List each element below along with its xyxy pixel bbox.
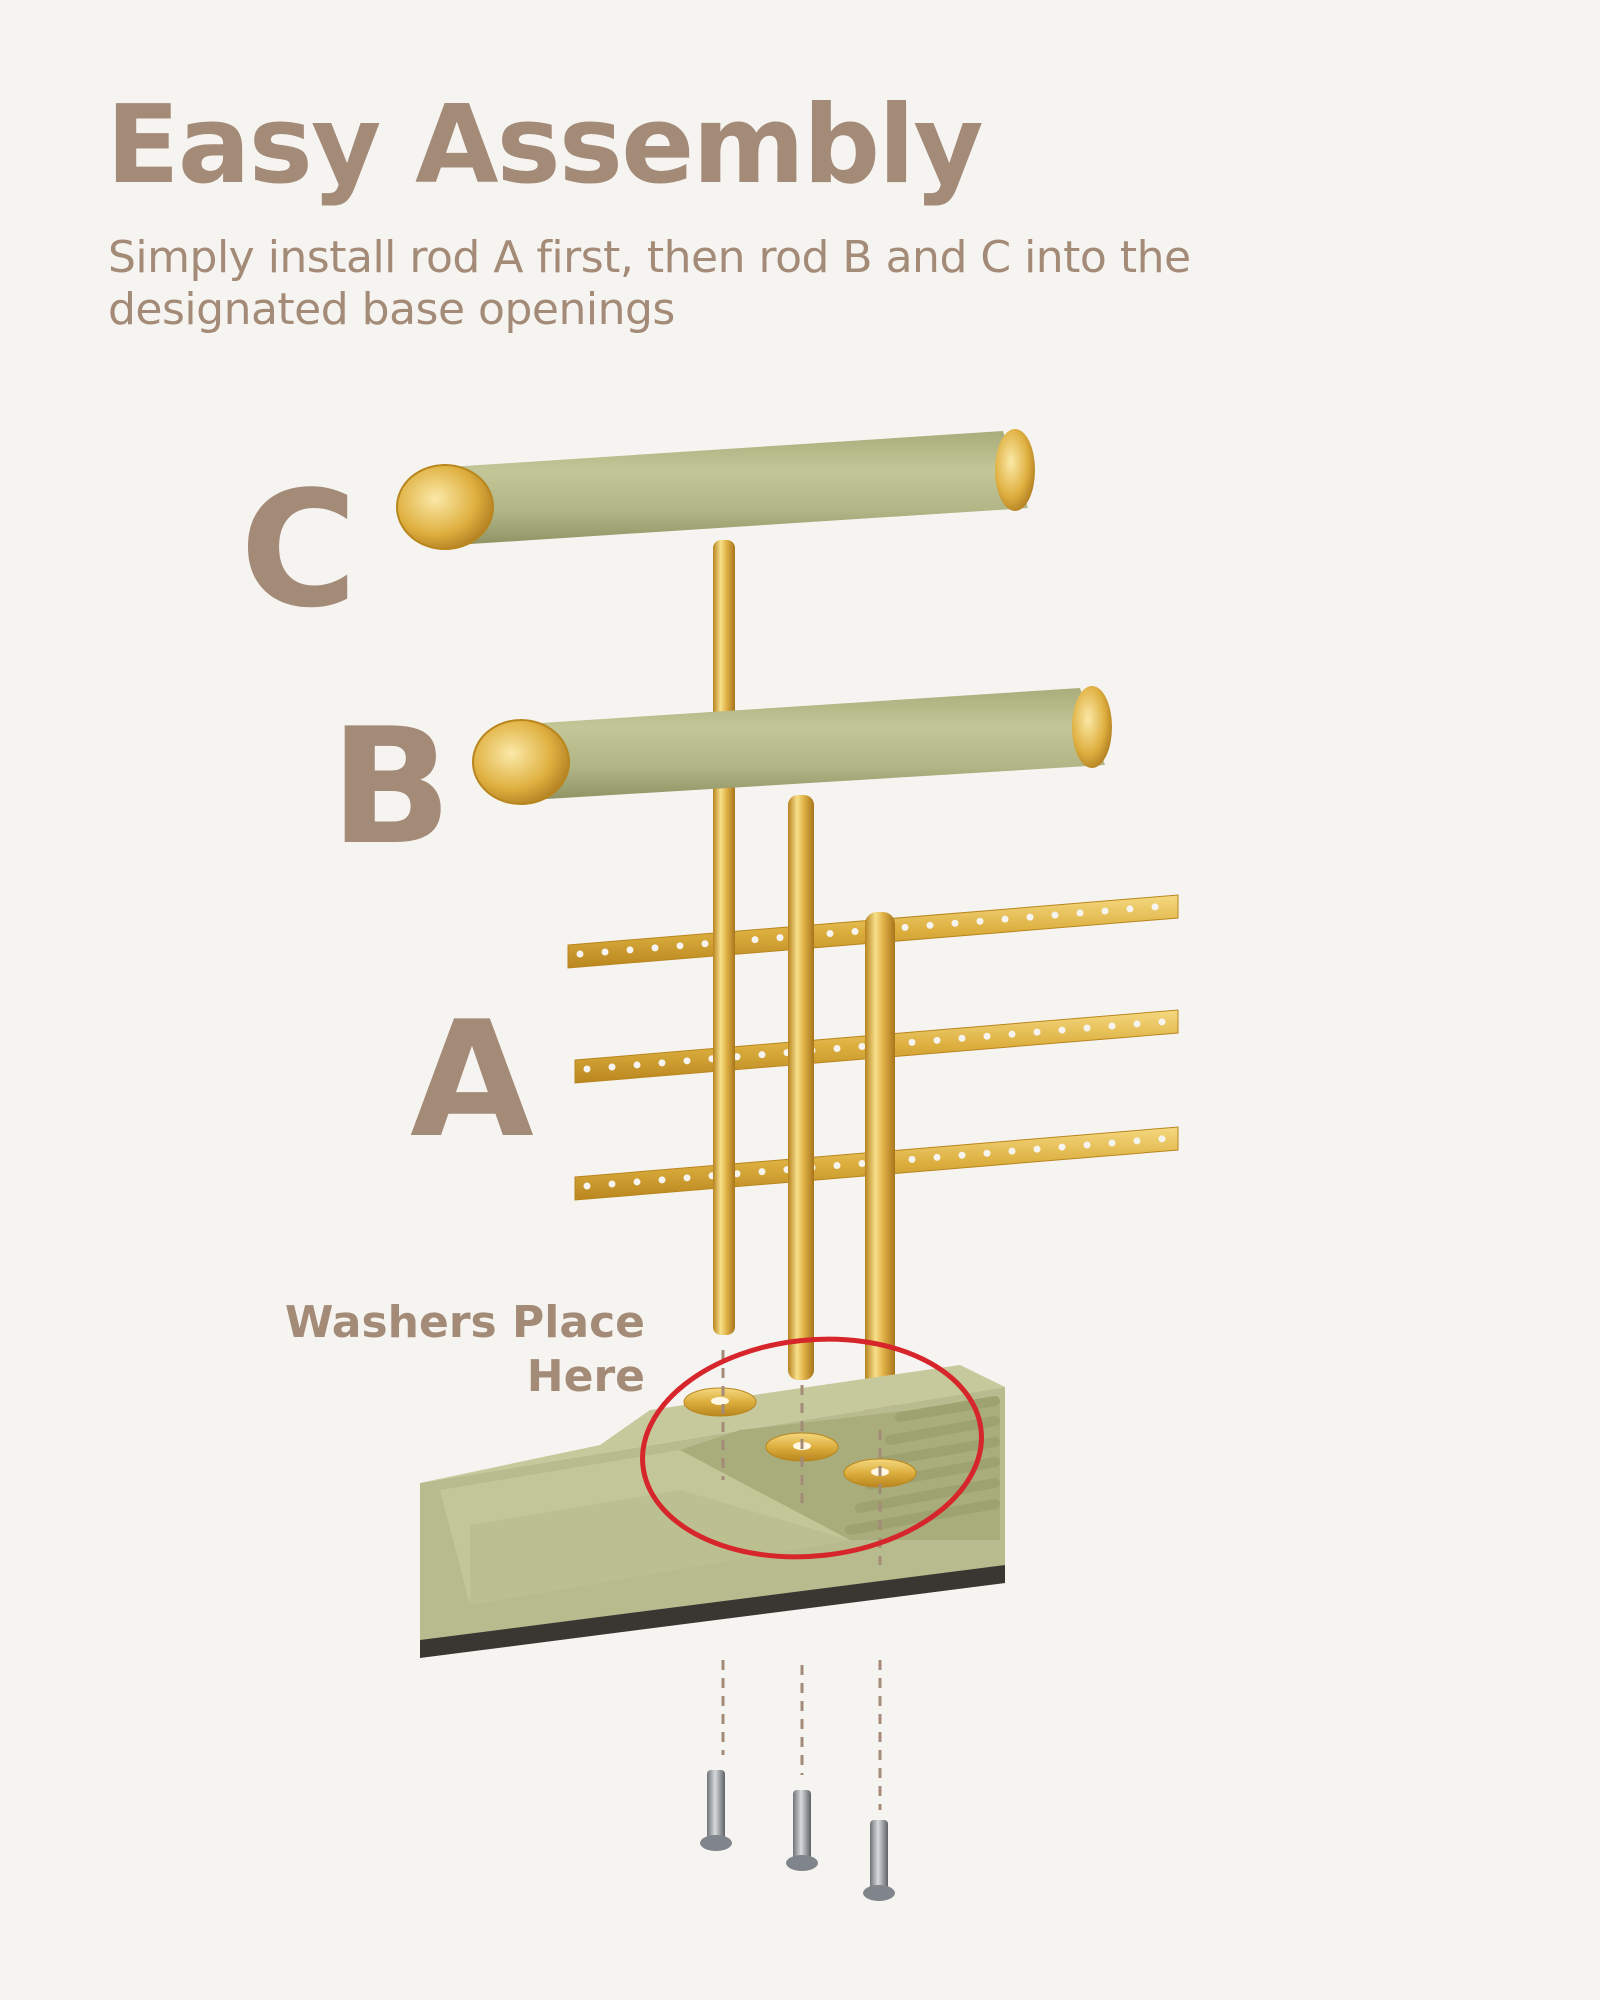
page-title: Easy Assembly (106, 83, 984, 208)
earring-hole (683, 1057, 691, 1065)
earring-hole (1151, 903, 1159, 911)
earring-hole (1108, 1139, 1116, 1147)
earring-hole (1033, 1028, 1041, 1036)
earring-hole (751, 936, 759, 944)
rod-b-label: B (330, 693, 452, 880)
earring-hole (826, 930, 834, 938)
earring-hole (1026, 913, 1034, 921)
earring-hole (858, 1042, 866, 1050)
earring-hole (758, 1051, 766, 1059)
earring-hole (933, 1153, 941, 1161)
earring-hole (601, 948, 609, 956)
earring-hole (626, 946, 634, 954)
earring-hole (833, 1162, 841, 1170)
earring-hole (1158, 1135, 1166, 1143)
earring-hole (1076, 909, 1084, 917)
earring-hole (658, 1059, 666, 1067)
page-subtitle: Simply install rod A first, then rod B a… (108, 232, 1191, 335)
bracelet-bar-b (472, 686, 1112, 805)
earring-hole (1083, 1024, 1091, 1032)
earring-hole (1133, 1137, 1141, 1145)
earring-hole (1108, 1022, 1116, 1030)
earring-hole (1033, 1145, 1041, 1153)
earring-hole (676, 942, 684, 950)
washers-label: Washers Place Here (284, 1297, 645, 1402)
earring-hole (608, 1180, 616, 1188)
rod-b-pole (788, 795, 814, 1380)
earring-hole (658, 1176, 666, 1184)
earring-hole (1126, 905, 1134, 913)
earring-hole (1158, 1018, 1166, 1026)
screw-3 (863, 1820, 895, 1901)
earring-hole (733, 1170, 741, 1178)
earring-hole (958, 1034, 966, 1042)
alignment-guides (721, 1350, 882, 1810)
earring-hole (583, 1182, 591, 1190)
earring-hole (1101, 907, 1109, 915)
earring-hole (776, 934, 784, 942)
earring-hole (983, 1149, 991, 1157)
earring-hole (1133, 1020, 1141, 1028)
earring-hole (758, 1168, 766, 1176)
earring-hole (633, 1061, 641, 1069)
earring-hole (851, 927, 859, 935)
earring-hole (1083, 1141, 1091, 1149)
earring-hole (926, 921, 934, 929)
ring-slots (845, 1396, 1000, 1535)
earring-hole (576, 950, 584, 958)
earring-hole (683, 1174, 691, 1182)
earring-hole (833, 1045, 841, 1053)
earring-hole (1008, 1030, 1016, 1038)
earring-hole (858, 1159, 866, 1167)
earring-hole (1058, 1143, 1066, 1151)
earring-hole (651, 944, 659, 952)
rod-c-label: C (240, 456, 358, 643)
earring-hole (608, 1063, 616, 1071)
earring-hole (933, 1036, 941, 1044)
earring-hole (583, 1065, 591, 1073)
earring-hole (701, 940, 709, 948)
earring-hole (1008, 1147, 1016, 1155)
earring-hole (983, 1032, 991, 1040)
earring-hole (633, 1178, 641, 1186)
earring-hole (1001, 915, 1009, 923)
earring-hole (901, 923, 909, 931)
washer-highlight-circle (640, 1336, 984, 1560)
rod-a-label: A (410, 986, 534, 1173)
screw-2 (786, 1790, 818, 1871)
earring-hole (958, 1151, 966, 1159)
washer-1 (683, 1387, 757, 1417)
screw-1 (700, 1770, 732, 1851)
earring-hole (1058, 1026, 1066, 1034)
bracelet-bar-c (396, 429, 1035, 550)
earring-hole (908, 1155, 916, 1163)
rod-a-pole (865, 912, 895, 1422)
earring-hole (733, 1053, 741, 1061)
earring-hole (908, 1038, 916, 1046)
earring-hole (951, 919, 959, 927)
earring-hole (1051, 911, 1059, 919)
earring-hole (976, 917, 984, 925)
rod-c-pole (713, 540, 735, 1335)
